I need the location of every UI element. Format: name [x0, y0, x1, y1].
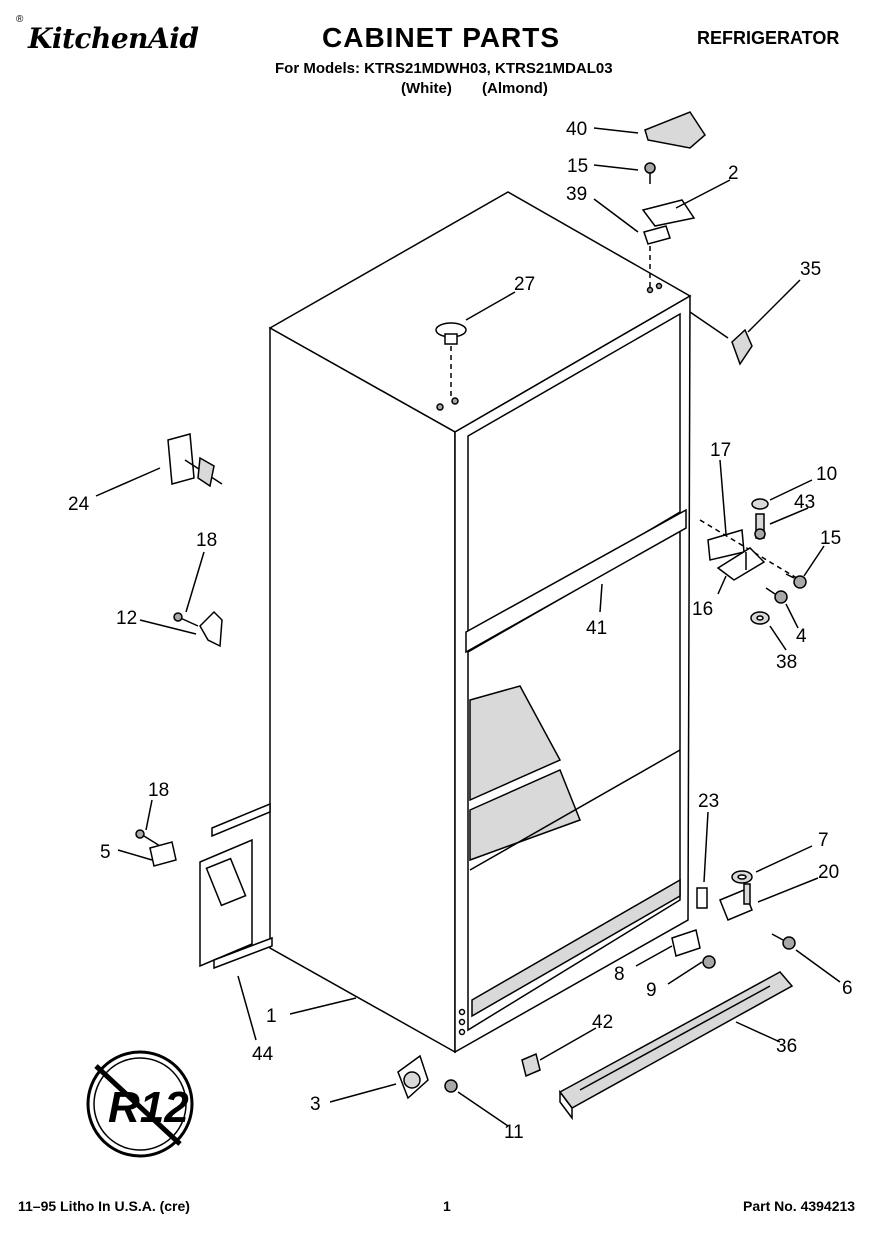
registered-mark: ®: [16, 14, 24, 25]
top-hinge-cover-40: [644, 111, 706, 149]
washer-38: [750, 611, 770, 625]
callout-17: 17: [710, 440, 731, 461]
hinge-screw-15-center: [785, 573, 807, 589]
screw-18-lower: [135, 829, 161, 847]
callout-38: 38: [776, 652, 797, 673]
bracket-8: [671, 929, 701, 957]
callout-15-center: 15: [820, 528, 841, 549]
screw-6: [771, 933, 796, 950]
screw-18-upper: [173, 612, 199, 627]
callout-18-lower: 18: [148, 780, 169, 801]
callout-12: 12: [116, 608, 137, 629]
callout-4: 4: [796, 626, 807, 647]
screw-4: [765, 587, 788, 604]
page-title: CABINET PARTS: [322, 22, 561, 53]
screw-9: [702, 955, 716, 969]
callout-40: 40: [566, 119, 587, 140]
screw-11: [444, 1079, 458, 1093]
leader-lines: [95, 127, 841, 1127]
callout-5: 5: [100, 842, 111, 863]
callout-41: 41: [586, 618, 607, 639]
hinge-screw-15-top: [644, 162, 656, 184]
cabinet-body: [268, 191, 692, 1054]
base-grille-36: [558, 971, 794, 1121]
roller-3: [397, 1054, 429, 1100]
washer-7: [731, 870, 753, 884]
callout-35: 35: [800, 259, 821, 280]
r12-refrigerant-emblem: R12: [86, 1050, 194, 1158]
plug-button-27: [435, 322, 467, 345]
callout-7: 7: [818, 830, 829, 851]
callout-18-upper: 18: [196, 530, 217, 551]
callout-1: 1: [266, 1006, 277, 1027]
callout-27: 27: [514, 274, 535, 295]
appliance-category: REFRIGERATOR: [697, 28, 840, 48]
callout-44: 44: [252, 1044, 274, 1065]
door-stop-35: [731, 328, 753, 366]
washer-10: [751, 498, 769, 510]
grille-clip-42: [521, 1052, 541, 1078]
callout-8: 8: [614, 964, 625, 985]
bottom-hinge-20: [719, 883, 753, 921]
center-hinge-16: [716, 547, 766, 581]
hinge-pin-43: [754, 513, 766, 540]
callout-20: 20: [818, 862, 839, 883]
callout-23: 23: [698, 791, 719, 812]
callout-6: 6: [842, 978, 853, 999]
footer-page-number: 1: [443, 1198, 451, 1214]
spacer-23: [696, 887, 708, 909]
color-white-label: (White): [401, 80, 452, 97]
clip-5: [149, 841, 177, 867]
callout-36: 36: [776, 1036, 797, 1057]
side-bracket-44: [199, 802, 273, 970]
callouts: 40 15 2 39 35 27 24 18 12 17 10 43 15 16…: [68, 119, 853, 1143]
callout-42: 42: [592, 1012, 613, 1033]
callout-24: 24: [68, 494, 90, 515]
leveling-bracket-24: [167, 433, 223, 488]
callout-9: 9: [646, 980, 657, 1001]
callout-11: 11: [504, 1122, 524, 1143]
color-almond-label: (Almond): [482, 80, 548, 97]
callout-15-top: 15: [567, 156, 588, 177]
hinge-shim-39: [643, 225, 671, 245]
clip-12: [199, 610, 223, 648]
callout-3: 3: [310, 1094, 321, 1115]
footer-print-info: 11–95 Litho In U.S.A. (cre): [18, 1198, 190, 1214]
footer-part-number: Part No. 4394213: [743, 1198, 856, 1214]
callout-43: 43: [794, 492, 815, 513]
callout-39: 39: [566, 184, 587, 205]
top-hinge-2: [641, 199, 696, 227]
model-numbers: For Models: KTRS21MDWH03, KTRS21MDAL03: [275, 60, 613, 77]
callout-10: 10: [816, 464, 837, 485]
callout-2: 2: [728, 163, 739, 184]
callout-16: 16: [692, 599, 713, 620]
brand-logo: KitchenAid: [28, 22, 199, 55]
